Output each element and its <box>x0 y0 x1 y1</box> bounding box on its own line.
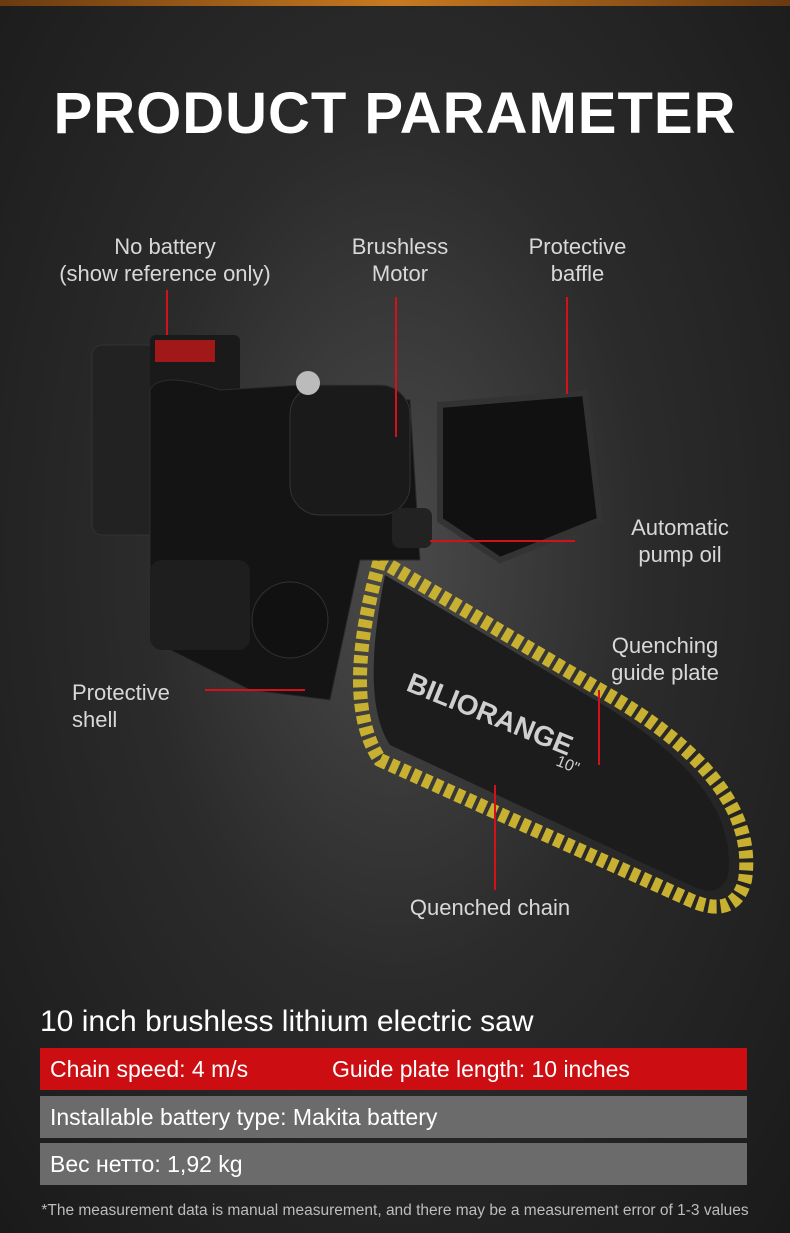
callout-chain: Quenched chain <box>409 895 571 920</box>
shell-callout-line <box>205 689 305 691</box>
battery-callout-line <box>166 290 168 335</box>
baffle-callout-line <box>566 297 568 394</box>
spec-row-weight: Вес нетто: 1,92 kg <box>40 1143 747 1185</box>
callout-battery: No battery(show reference only) <box>59 234 271 286</box>
chain <box>353 549 754 914</box>
chain-speed: Chain speed: 4 m/s <box>50 1056 249 1082</box>
top-glow <box>0 0 790 6</box>
motor-callout-line <box>395 297 397 437</box>
page-title: PRODUCT PARAMETER <box>53 81 737 146</box>
guide-length: Guide plate length: 10 inches <box>332 1056 630 1082</box>
spec-row-speed-length: Chain speed: 4 m/s Guide plate length: 1… <box>40 1048 747 1090</box>
chain-callout-line <box>494 785 496 890</box>
product-subtitle: 10 inch brushless lithium electric saw <box>40 1005 534 1038</box>
chainsaw-image: BILIORANGE 10" <box>91 335 754 914</box>
pump-callout-line <box>430 540 575 542</box>
guide-plate <box>373 575 729 891</box>
measurement-note: *The measurement data is manual measurem… <box>41 1202 749 1219</box>
spec-row-battery: Installable battery type: Makita battery <box>40 1096 747 1138</box>
guide-callout-line <box>598 690 600 765</box>
